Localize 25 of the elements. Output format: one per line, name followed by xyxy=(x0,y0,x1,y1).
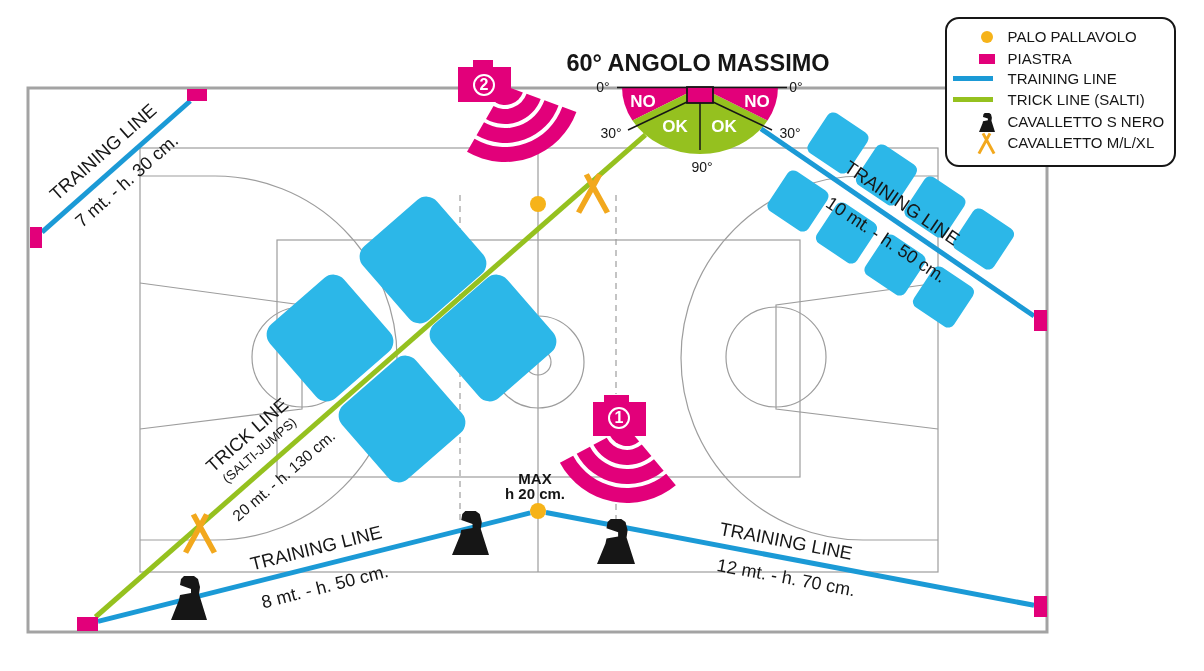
angle-label: 0° xyxy=(596,78,610,96)
dot-marker xyxy=(530,503,546,519)
connector-line xyxy=(93,133,648,619)
connector-line xyxy=(97,510,531,624)
angle-label: 30° xyxy=(600,124,622,142)
connector-line xyxy=(545,510,1035,608)
base-plate xyxy=(1034,596,1047,617)
base-plate xyxy=(30,227,42,248)
legend-label: CAVALLETTO M/L/XL xyxy=(1007,134,1155,151)
base-plate xyxy=(187,89,207,101)
gauge-heading: 60° ANGOLO MASSIMO xyxy=(566,50,830,78)
legend-label: CAVALLETTO S NERO xyxy=(1007,113,1165,130)
legend-label: PALO PALLAVOLO xyxy=(1007,28,1137,45)
legend-label: PIASTRA xyxy=(1007,50,1072,67)
connector-line xyxy=(40,99,192,235)
height-note: MAX h 20 cm. xyxy=(505,471,565,501)
angle-label: 90° xyxy=(691,158,713,176)
connector-line xyxy=(759,126,1036,319)
camera-number: 2 xyxy=(473,74,495,96)
base-plate xyxy=(77,617,98,631)
legend-label: TRICK LINE (SALTI) xyxy=(1007,91,1145,108)
camera-number: 1 xyxy=(608,407,630,429)
angle-label: 0° xyxy=(789,78,803,96)
base-plate xyxy=(1034,310,1047,331)
legend-label: TRAINING LINE xyxy=(1007,70,1117,87)
